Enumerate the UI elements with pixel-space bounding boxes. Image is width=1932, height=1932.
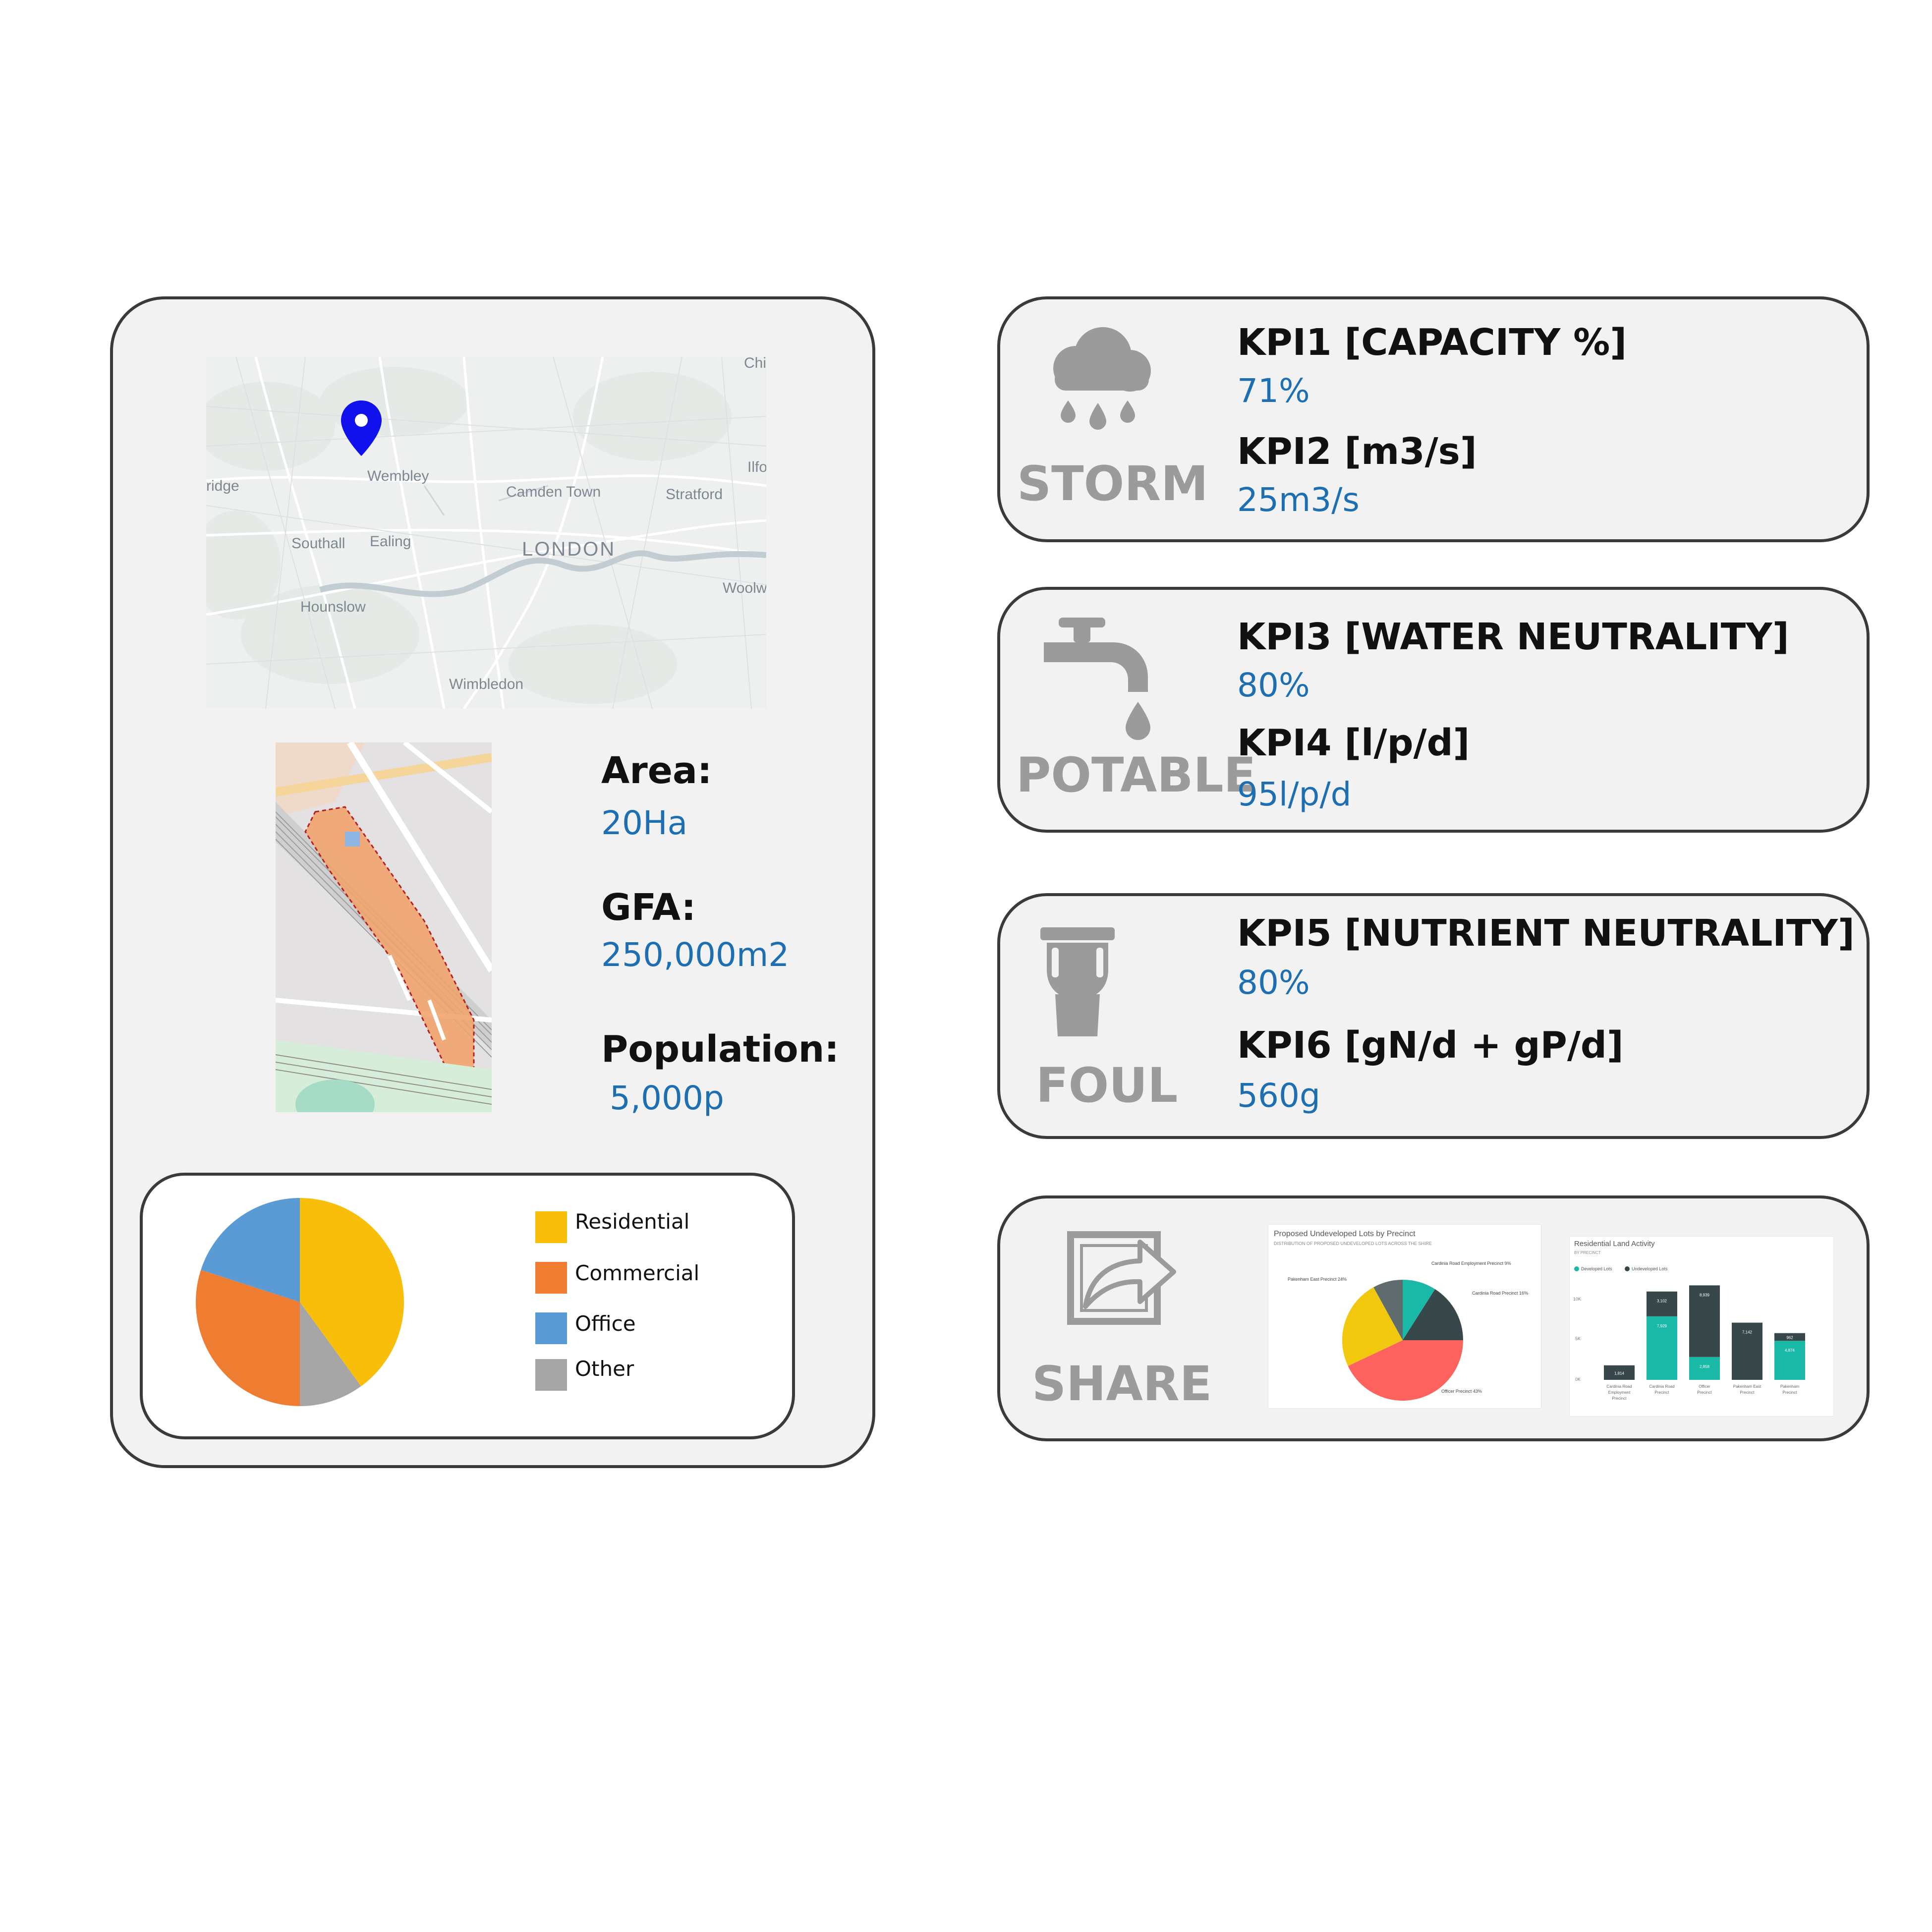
kpi4-title: KPI4 [l/p/d] (1237, 722, 1470, 764)
thumb1-slice-cardinia-road-precinct (1403, 1289, 1463, 1340)
storm-kpi-card[interactable] (997, 296, 1870, 542)
gfa-label: GFA: (601, 886, 696, 929)
kpi3-value: 80% (1237, 666, 1310, 704)
map-label-london: LONDON (522, 538, 616, 560)
thumb2-bar-undeveloped-1 (1647, 1291, 1677, 1316)
share-thumbnail-bar-chart[interactable]: Residential Land Activity BY PRECINCT De… (1569, 1236, 1834, 1417)
share-thumbnail-pie-chart[interactable]: Proposed Undeveloped Lots by Precinct DI… (1268, 1224, 1541, 1409)
legend-swatch-other (535, 1359, 567, 1391)
thumb2-value-label-0: 1,814 (1614, 1371, 1625, 1375)
thumb2-ytick-0k: 0K (1575, 1377, 1581, 1382)
thumb2-bar-developed-2 (1689, 1357, 1720, 1380)
thumb2-bar-undeveloped-0 (1604, 1365, 1635, 1380)
thumb1-label-pakenham-east: Pakenham East Precinct 24% (1288, 1277, 1347, 1282)
kpi6-value: 560g (1237, 1077, 1320, 1115)
kpi5-title: KPI5 [NUTRIENT NEUTRALITY] (1237, 912, 1855, 955)
map-label-uxbridge: ridge (206, 478, 239, 494)
share-icon[interactable] (1066, 1222, 1180, 1326)
map-label-stratford: Stratford (666, 486, 723, 503)
potable-category-label: POTABLE (1016, 747, 1256, 803)
toilet-icon (1040, 927, 1115, 1036)
thumb1-label-cardinia-employment: Cardinia Road Employment Precinct 9% (1431, 1261, 1511, 1266)
map-label-wembley: Wembley (367, 468, 429, 484)
population-value: 5,000p (610, 1079, 724, 1117)
thumb2-legend-dot-developed (1574, 1266, 1579, 1271)
thumb2-value-label-2: 7,929 (1657, 1324, 1667, 1328)
thumb2-value-label-3: 8,939 (1700, 1293, 1710, 1297)
rain-cloud-icon (1053, 327, 1151, 430)
foul-category-label: FOUL (1036, 1058, 1178, 1113)
map-label-southall: Southall (291, 535, 345, 552)
kpi4-value: 95l/p/d (1237, 775, 1352, 813)
thumb2-subtitle: BY PRECINCT (1574, 1250, 1601, 1255)
thumb1-title: Proposed Undeveloped Lots by Precinct (1274, 1230, 1416, 1238)
thumb2-legend-undeveloped: Undeveloped Lots (1632, 1266, 1668, 1271)
storm-category-label: STORM (1017, 456, 1208, 511)
kpi5-value: 80% (1237, 964, 1310, 1002)
thumb2-ytick-5k: 5K (1575, 1336, 1581, 1341)
thumb2-bar-developed-4 (1774, 1341, 1805, 1380)
thumb1-slice-cardinia-road-employment-precinct (1403, 1280, 1435, 1340)
thumb2-value-label-7: 4,874 (1785, 1348, 1795, 1353)
london-overview-map[interactable]: Chi Ilfo Wembley ridge Camden Town Strat… (206, 357, 766, 709)
map-label-chi: Chi (744, 357, 766, 371)
legend-label-other: Other (575, 1357, 634, 1381)
thumb2-value-label-4: 2,858 (1700, 1364, 1710, 1369)
location-pin-icon[interactable] (341, 400, 382, 456)
thumb2-bar-undeveloped-3 (1732, 1322, 1762, 1380)
legend-swatch-office (535, 1312, 567, 1344)
thumb2-bar-undeveloped-2 (1689, 1285, 1720, 1357)
thumb1-slice-other (1373, 1280, 1403, 1340)
land-use-pie-chart (196, 1198, 404, 1406)
kpi2-title: KPI2 [m3/s] (1237, 430, 1477, 473)
site-plan-map[interactable] (276, 742, 492, 1112)
thumb2-legend-developed: Developed Lots (1581, 1266, 1612, 1271)
map-label-camden-town: Camden Town (506, 484, 601, 500)
thumb2-bar-developed-1 (1647, 1316, 1677, 1380)
map-label-hounslow: Hounslow (300, 599, 366, 615)
pie-slice-commercial (196, 1270, 300, 1406)
water-tap-icon (1044, 618, 1150, 740)
legend-label-commercial: Commercial (575, 1261, 700, 1285)
map-label-wimbledon: Wimbledon (449, 676, 523, 692)
kpi2-value: 25m3/s (1237, 481, 1360, 519)
kpi1-title: KPI1 [CAPACITY %] (1237, 321, 1627, 364)
thumb1-label-officer: Officer Precinct 43% (1441, 1389, 1482, 1394)
pie-slice-other (300, 1302, 361, 1406)
pie-slice-residential (300, 1198, 404, 1386)
population-label: Population: (601, 1028, 839, 1071)
thumb2-bar-undeveloped-4 (1774, 1333, 1805, 1341)
map-label-woolwich: Woolw (723, 580, 766, 596)
thumb2-title: Residential Land Activity (1574, 1240, 1655, 1248)
area-label: Area: (601, 749, 712, 792)
thumb2-value-label-5: 7,142 (1742, 1330, 1753, 1335)
thumb2-legend-dot-undeveloped (1625, 1266, 1630, 1271)
legend-label-office: Office (575, 1311, 636, 1336)
foul-kpi-card[interactable] (997, 893, 1870, 1139)
thumb2-ytick-10k: 10K (1573, 1297, 1581, 1302)
thumb2-value-label-1: 3,102 (1657, 1299, 1667, 1304)
map-label-ilford: Ilfo (747, 459, 766, 475)
gfa-value: 250,000m2 (601, 936, 790, 974)
share-category-label: SHARE (1032, 1356, 1212, 1412)
kpi1-value: 71% (1237, 372, 1310, 410)
map-label-ealing: Ealing (370, 533, 411, 550)
legend-swatch-commercial (535, 1262, 567, 1294)
kpi3-title: KPI3 [WATER NEUTRALITY] (1237, 616, 1789, 658)
thumb1-label-cardinia-road: Cardinia Road Precinct 16% (1472, 1291, 1528, 1296)
thumb1-slice-pakenham-east-precinct (1342, 1287, 1403, 1366)
legend-label-residential: Residential (575, 1209, 690, 1234)
pie-slice-office (201, 1198, 300, 1302)
thumb2-value-label-6: 962 (1786, 1335, 1793, 1340)
legend-swatch-residential (535, 1211, 567, 1243)
area-value: 20Ha (601, 804, 688, 842)
thumb1-slice-officer-precinct (1348, 1340, 1463, 1401)
thumb1-subtitle: DISTRIBUTION OF PROPOSED UNDEVELOPED LOT… (1274, 1241, 1432, 1246)
kpi6-title: KPI6 [gN/d + gP/d] (1237, 1024, 1624, 1067)
